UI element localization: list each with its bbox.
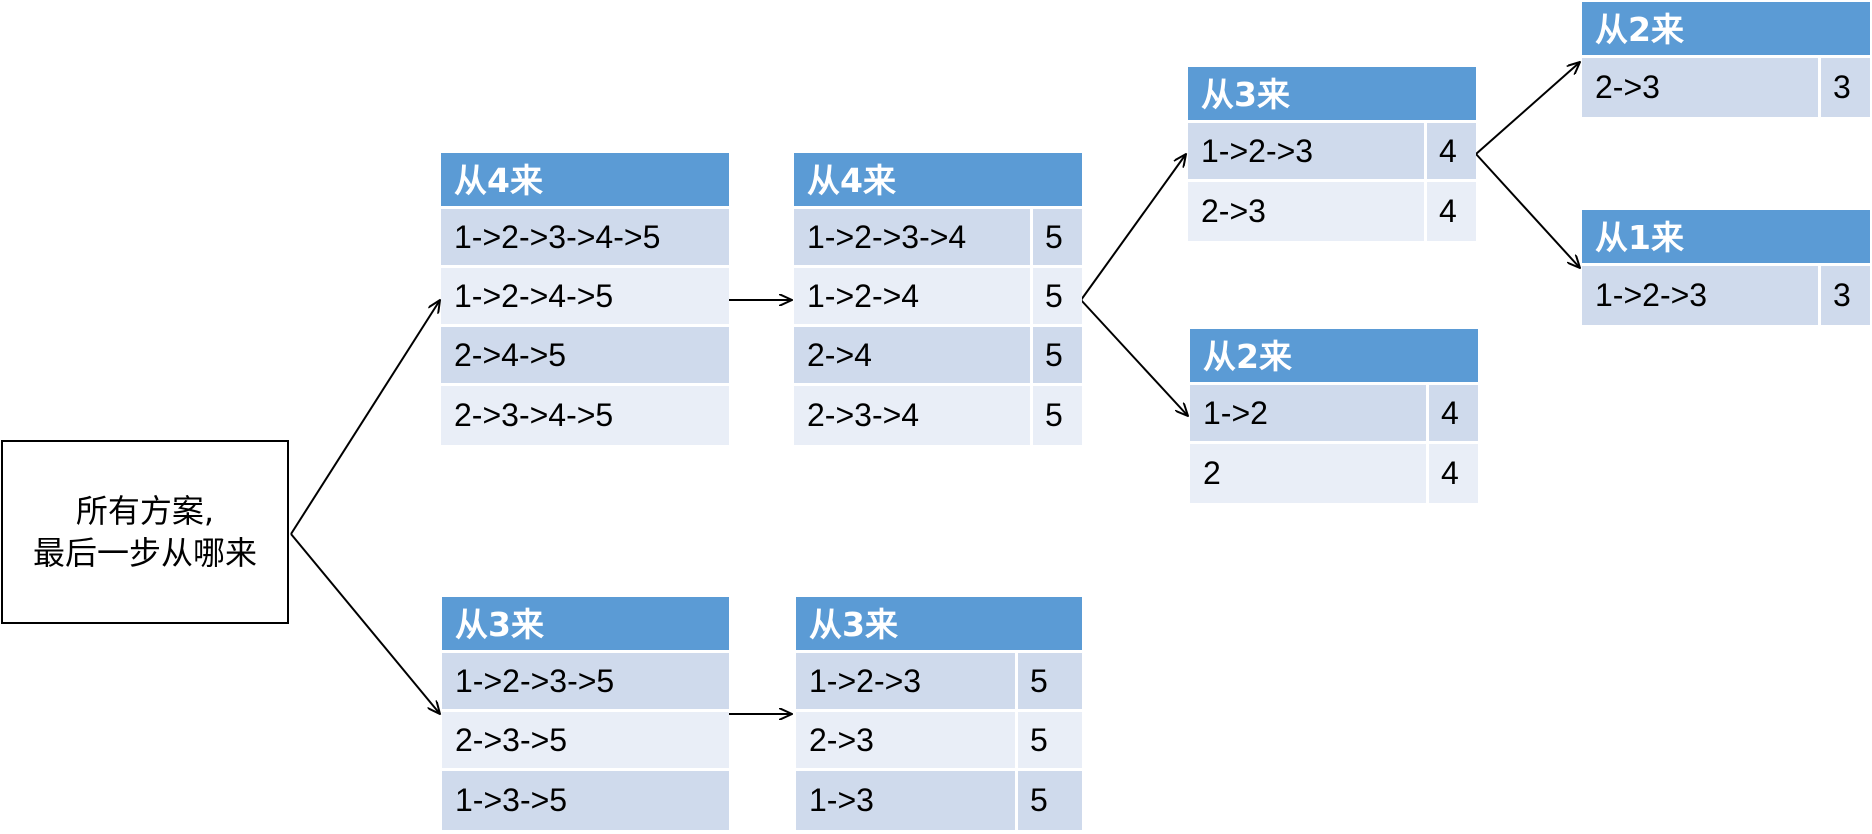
table-row: 1->2->3->4 5 xyxy=(794,209,1082,268)
path-cell: 1->2->3 xyxy=(1595,277,1708,313)
table-header: 从2来 xyxy=(1190,329,1478,385)
root-line-2: 最后一步从哪来 xyxy=(32,534,257,572)
table-header: 从4来 xyxy=(794,153,1082,209)
table-header: 从3来 xyxy=(796,597,1082,653)
count-cell: 3 xyxy=(1818,266,1870,325)
arrow-root-to-from4 xyxy=(290,300,440,535)
table-from3-upper: 从3来 1->2->3 4 2->3 4 xyxy=(1188,67,1476,241)
root-line-1: 所有方案, xyxy=(75,492,215,530)
table-row: 1->2->3 3 xyxy=(1582,266,1870,325)
path-cell: 2->3->4->5 xyxy=(454,397,614,433)
table-row: 1->2->3->4->5 xyxy=(441,209,729,268)
table-header: 从3来 xyxy=(1188,67,1476,123)
table-from4-counts: 从4来 1->2->3->4 5 1->2->4 5 2->4 5 2->3->4 5 xyxy=(794,153,1082,445)
arrow-to-top-from2 xyxy=(1475,62,1580,155)
path-cell: 2->3 xyxy=(1201,193,1266,229)
arrow-to-upper-from3 xyxy=(1080,154,1186,301)
path-cell: 1->2->3->5 xyxy=(455,662,615,699)
count-cell: 5 xyxy=(1030,268,1082,324)
table-row: 1->3 5 xyxy=(796,771,1082,830)
count-cell: 5 xyxy=(1015,712,1082,768)
count-cell: 5 xyxy=(1015,771,1082,830)
count-cell: 5 xyxy=(1015,653,1082,709)
count-cell: 5 xyxy=(1030,209,1082,265)
count-cell: 5 xyxy=(1030,327,1082,383)
table-row: 1->2->3 4 xyxy=(1188,123,1476,182)
table-header: 从3来 xyxy=(442,597,729,653)
arrow-root-to-from3 xyxy=(290,533,440,714)
table-from1: 从1来 1->2->3 3 xyxy=(1582,210,1870,325)
table-from4-paths: 从4来 1->2->3->4->5 1->2->4->5 2->4->5 2->… xyxy=(441,153,729,445)
path-cell: 1->3->5 xyxy=(455,782,568,818)
table-from3-paths: 从3来 1->2->3->5 2->3->5 1->3->5 xyxy=(442,597,729,830)
path-cell: 2->3->4 xyxy=(807,397,920,433)
table-row: 1->3->5 xyxy=(442,771,729,830)
table-row: 2->3->4 5 xyxy=(794,386,1082,445)
count-cell: 4 xyxy=(1424,123,1476,179)
path-cell: 2->3 xyxy=(809,721,874,758)
arrow-to-from1 xyxy=(1475,153,1580,268)
table-header: 从4来 xyxy=(441,153,729,209)
path-cell: 1->2->3 xyxy=(809,662,922,699)
table-from3-counts: 从3来 1->2->3 5 2->3 5 1->3 5 xyxy=(796,597,1082,830)
table-header: 从1来 xyxy=(1582,210,1870,266)
path-cell: 2->4->5 xyxy=(454,336,567,373)
arrow-to-from2 xyxy=(1080,299,1188,416)
table-row: 2->3 5 xyxy=(796,712,1082,771)
table-row: 1->2->4->5 xyxy=(441,268,729,327)
path-cell: 1->2->3 xyxy=(1201,132,1314,169)
path-cell: 1->2->4 xyxy=(807,277,920,314)
path-cell: 2 xyxy=(1203,455,1221,491)
table-header: 从2来 xyxy=(1582,2,1870,58)
table-row: 2->3 4 xyxy=(1188,182,1476,241)
table-row: 1->2->3 5 xyxy=(796,653,1082,712)
table-row: 2->3->4->5 xyxy=(441,386,729,445)
table-row: 2->3 3 xyxy=(1582,58,1870,117)
table-row: 1->2->4 5 xyxy=(794,268,1082,327)
path-cell: 1->2->3->4->5 xyxy=(454,218,661,255)
count-cell: 4 xyxy=(1426,385,1478,441)
root-box: 所有方案, 最后一步从哪来 xyxy=(1,440,289,624)
count-cell: 5 xyxy=(1030,386,1082,445)
table-row: 2->4 5 xyxy=(794,327,1082,386)
table-from2-top: 从2来 2->3 3 xyxy=(1582,2,1870,117)
count-cell: 4 xyxy=(1426,444,1478,503)
table-row: 2->3->5 xyxy=(442,712,729,771)
path-cell: 1->2 xyxy=(1203,394,1268,431)
path-cell: 2->3->5 xyxy=(455,721,568,758)
count-cell: 4 xyxy=(1424,182,1476,241)
count-cell: 3 xyxy=(1818,58,1870,117)
path-cell: 1->2->3->4 xyxy=(807,218,967,255)
path-cell: 2->4 xyxy=(807,336,872,373)
path-cell: 2->3 xyxy=(1595,69,1660,105)
table-row: 1->2 4 xyxy=(1190,385,1478,444)
table-row: 2->4->5 xyxy=(441,327,729,386)
table-row: 1->2->3->5 xyxy=(442,653,729,712)
path-cell: 1->3 xyxy=(809,782,874,818)
path-cell: 1->2->4->5 xyxy=(454,277,614,314)
